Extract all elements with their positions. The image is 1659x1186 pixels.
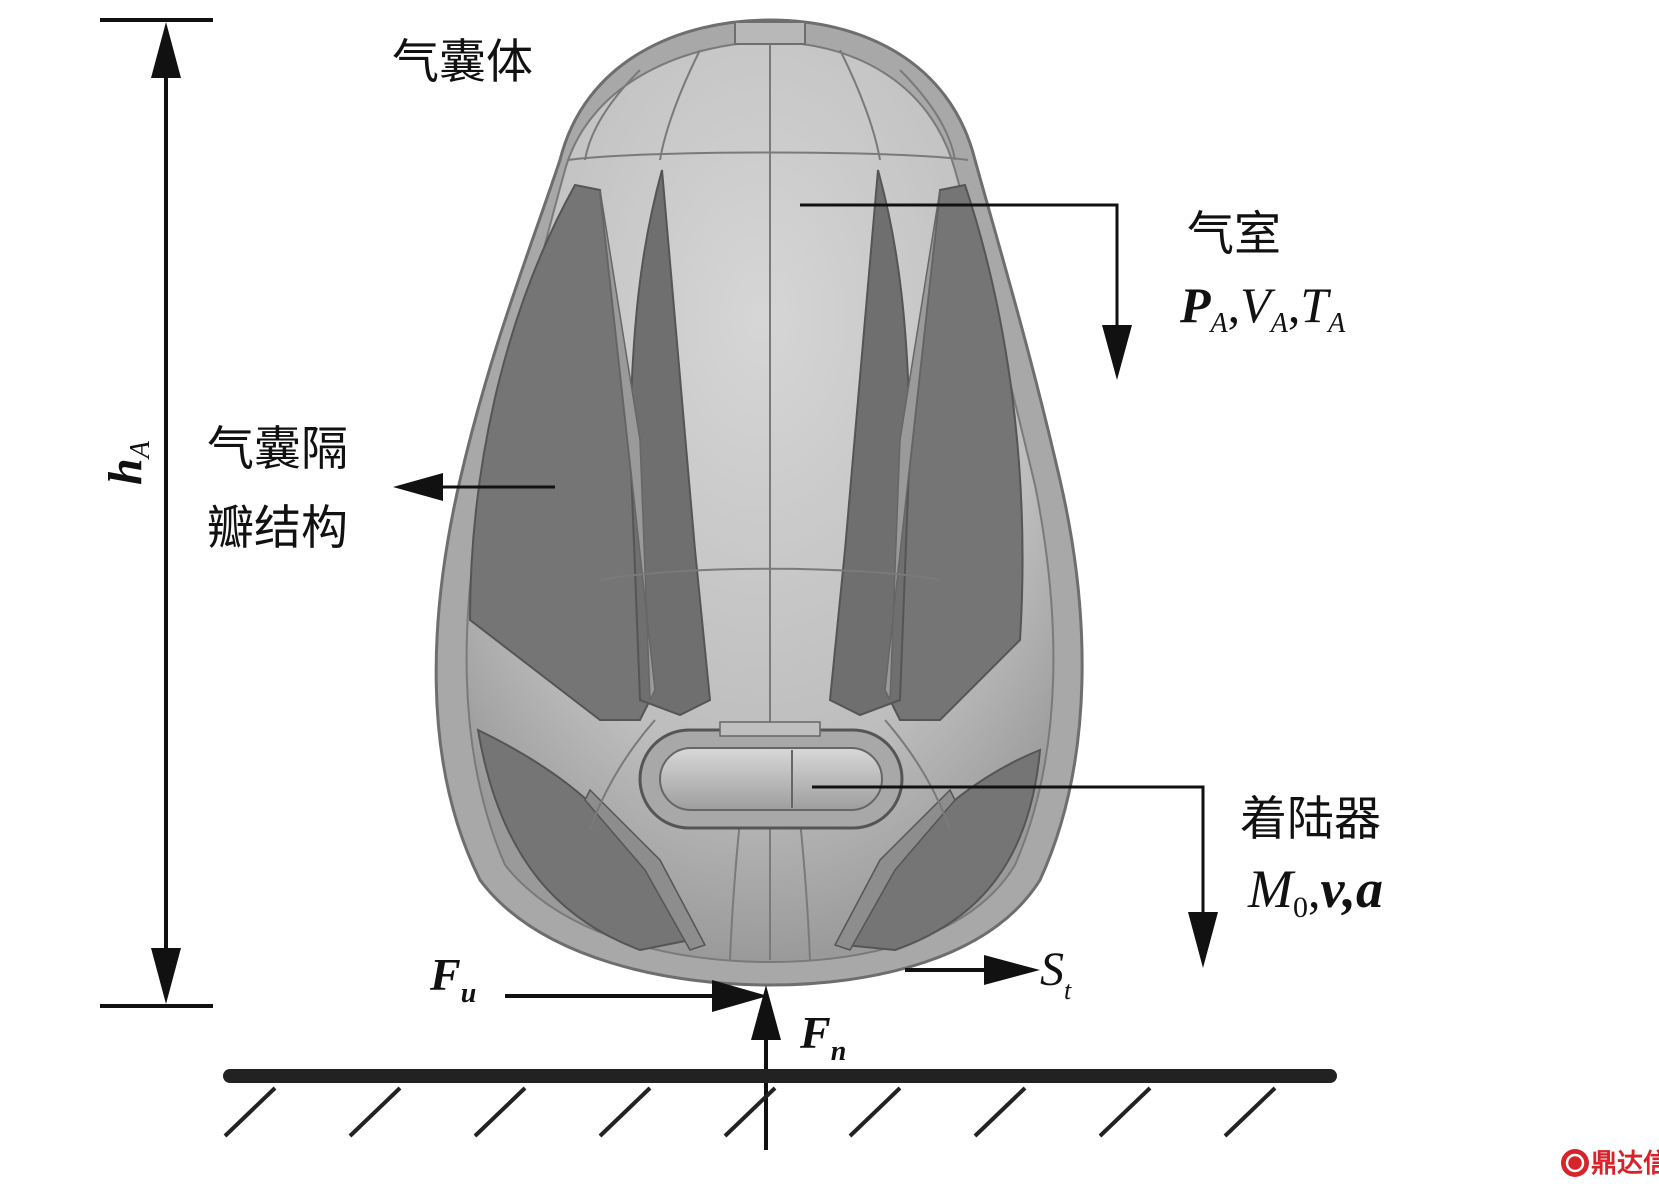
- petal-right-inner: [828, 169, 912, 717]
- mid-seam: [599, 567, 941, 581]
- ground-hatch: [348, 1086, 402, 1138]
- lander-strap: [719, 721, 821, 737]
- lander-label: 着陆器: [1240, 792, 1381, 847]
- petal-left-outer: [468, 183, 657, 721]
- top-valve: [734, 21, 806, 45]
- lander-vars: M0,v,a: [1247, 859, 1383, 924]
- ground-hatch: [973, 1086, 1027, 1138]
- ground: [223, 1069, 1337, 1138]
- fu-arrow: [505, 980, 768, 1012]
- lower-left-strip: [584, 788, 707, 951]
- ground-hatch: [223, 1086, 277, 1138]
- height-dimension: hA: [99, 18, 213, 1008]
- petal-left-inner: [628, 169, 712, 717]
- air-chamber-vars: PA,VA,TA: [1179, 277, 1346, 339]
- ground-hatch: [473, 1086, 527, 1138]
- lander-leader: [812, 785, 1218, 968]
- airbag-body-label: 气囊体: [392, 35, 533, 90]
- lower-right-panel: [843, 748, 1042, 952]
- fn-label: Fn: [799, 1007, 846, 1067]
- airbag-body: [434, 18, 1084, 987]
- lower-left-panel: [476, 728, 692, 952]
- lower-gores: [589, 719, 951, 961]
- watermark-text: 鼎达信: [1591, 1149, 1659, 1179]
- ground-hatch: [723, 1086, 777, 1138]
- band-right: [884, 189, 941, 701]
- band-left: [599, 189, 656, 701]
- petal-label-line1: 气囊隔: [207, 422, 348, 477]
- air-chamber-label: 气室: [1187, 207, 1281, 262]
- petal-right-outer: [883, 183, 1024, 721]
- logo-seal-icon: [1561, 1149, 1589, 1177]
- ground-hatching: [223, 1086, 1277, 1138]
- ground-hatch: [598, 1086, 652, 1138]
- ground-hatch: [1098, 1086, 1152, 1138]
- st-label: St: [1040, 943, 1072, 1005]
- petal-label-line2: 瓣结构: [207, 501, 348, 556]
- lower-right-strip: [833, 788, 956, 951]
- height-arrow-down: [151, 948, 181, 1004]
- fn-arrow: [751, 985, 781, 1150]
- petal-arrow: [393, 473, 555, 501]
- fu-label: Fu: [429, 949, 476, 1009]
- air-chamber-leader: [800, 203, 1132, 380]
- st-arrow: [905, 955, 1040, 985]
- height-arrow-up: [151, 22, 181, 78]
- watermark: 鼎达信: [1561, 1149, 1659, 1179]
- ground-hatch: [848, 1086, 902, 1138]
- height-label: hA: [99, 440, 156, 485]
- lander-body: [659, 747, 883, 811]
- ground-hatch: [1223, 1086, 1277, 1138]
